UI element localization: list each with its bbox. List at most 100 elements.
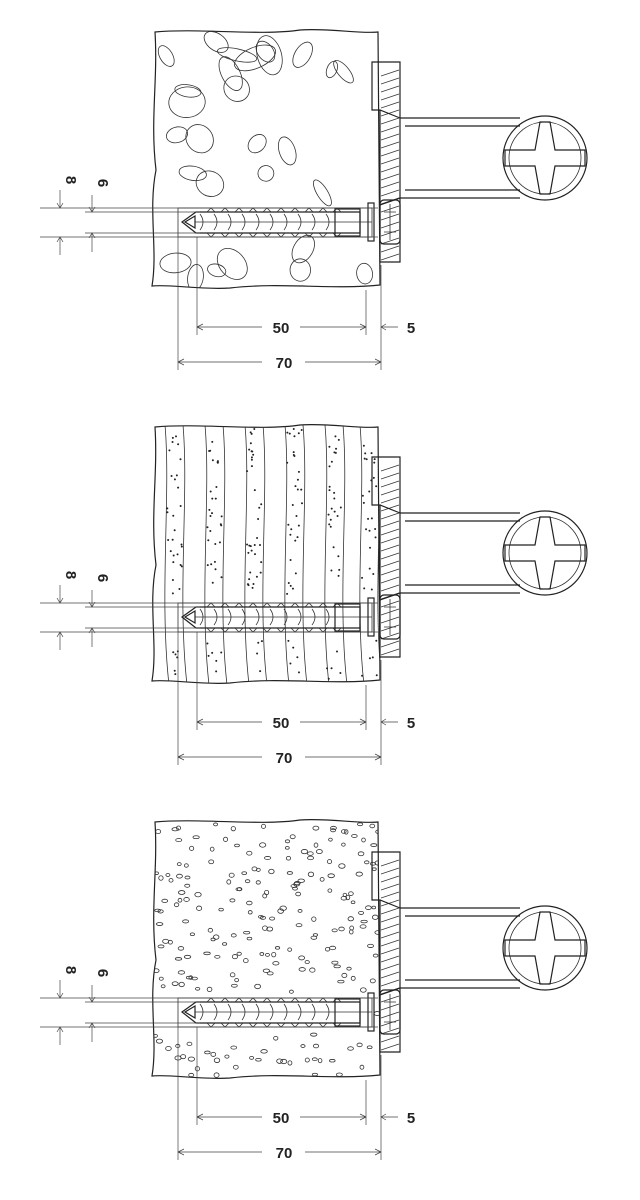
label-5: 5 <box>407 1110 415 1127</box>
pore-shape <box>195 986 201 991</box>
texture-dot <box>361 494 364 497</box>
texture-dot <box>296 478 299 481</box>
pore-shape <box>374 930 380 935</box>
pore-shape <box>371 914 379 920</box>
texture-dot <box>247 551 250 554</box>
texture-dot <box>258 544 261 547</box>
texture-dot <box>166 507 169 510</box>
pore-shape <box>171 981 179 986</box>
brick-web-line <box>262 424 268 684</box>
pore-shape <box>183 954 192 959</box>
pore-shape <box>158 875 164 881</box>
texture-dot <box>249 431 252 434</box>
texture-dot <box>339 671 342 674</box>
texture-dot <box>207 539 210 542</box>
pore-shape <box>357 851 365 857</box>
pore-shape <box>327 873 335 879</box>
pore-shape <box>312 933 319 937</box>
stone-shape <box>168 86 206 118</box>
pore-shape <box>160 984 166 989</box>
pore-shape <box>274 946 281 950</box>
dim-arrows-8 <box>56 190 64 255</box>
pore-shape <box>347 916 354 922</box>
pore-shape <box>192 835 200 840</box>
dim-arrows-6 <box>88 195 96 252</box>
texture-dot <box>330 460 333 463</box>
texture-dot <box>365 528 368 531</box>
pore-shape <box>359 924 367 929</box>
pore-shape <box>223 836 229 842</box>
standoff-tube <box>400 907 520 989</box>
pore-shape <box>247 910 253 915</box>
pore-shape <box>370 843 378 847</box>
texture-dot <box>173 529 176 532</box>
screw-head-detail <box>384 994 396 1030</box>
plate-hatch <box>380 859 400 867</box>
pore-shape <box>297 909 303 913</box>
label-8: 8 <box>62 571 79 579</box>
pore-shape <box>229 898 236 903</box>
rail-profile <box>504 911 586 985</box>
pore-shape <box>194 1066 200 1072</box>
pore-shape <box>357 822 364 827</box>
pore-shape <box>327 859 332 865</box>
pore-shape <box>300 849 309 855</box>
screw-head <box>379 199 401 245</box>
pore-shape <box>342 892 348 897</box>
pore-shape <box>351 834 358 838</box>
plate-hatch <box>380 971 400 979</box>
plate-hatch <box>380 931 400 939</box>
pore-shape <box>335 1072 343 1077</box>
texture-dot <box>176 553 179 556</box>
pore-shape <box>348 891 354 896</box>
plate-hatch <box>380 875 400 883</box>
dim-line-5 <box>380 323 398 331</box>
stone-shape <box>289 258 311 282</box>
pore-shape <box>155 1038 164 1044</box>
texture-dot <box>330 667 333 670</box>
texture-dot <box>329 525 332 528</box>
stone-shape <box>247 134 267 154</box>
dim-line-5 <box>380 718 398 726</box>
pore-shape <box>183 897 190 902</box>
texture-dot <box>286 592 289 595</box>
texture-dot <box>180 543 183 546</box>
texture-dot <box>249 442 252 445</box>
texture-dot <box>216 461 219 464</box>
standoff-tube <box>400 512 520 594</box>
plate-hatch <box>380 979 400 987</box>
pore-shape <box>337 979 345 984</box>
texture-dot <box>338 568 341 571</box>
pore-shape <box>174 957 183 961</box>
pore-shape <box>189 932 195 937</box>
texture-dot <box>370 517 373 520</box>
pore-shape <box>341 842 346 847</box>
pore-shape <box>350 900 356 905</box>
pore-shape <box>194 891 202 898</box>
texture-dot <box>364 452 367 455</box>
texture-dot <box>361 674 364 677</box>
pore-shape <box>213 822 219 827</box>
texture-dot <box>373 458 376 461</box>
texture-dot <box>328 523 331 526</box>
pore-shape <box>311 916 317 922</box>
handrail-inner <box>508 516 582 590</box>
texture-dot <box>249 545 252 548</box>
texture-dot <box>295 514 298 517</box>
mounting-plate <box>371 61 401 263</box>
texture-dot <box>256 536 259 539</box>
pore-shape <box>243 930 251 935</box>
pore-shape <box>182 919 189 924</box>
pore-shape <box>330 825 337 831</box>
texture-dot <box>300 488 303 491</box>
texture-dot <box>260 640 263 643</box>
texture-dot <box>171 592 174 595</box>
texture-dot <box>297 671 300 674</box>
pore-shape <box>277 908 284 914</box>
pore-shape <box>214 954 221 959</box>
plate-hatch <box>380 883 400 891</box>
pore-shape <box>329 945 337 951</box>
